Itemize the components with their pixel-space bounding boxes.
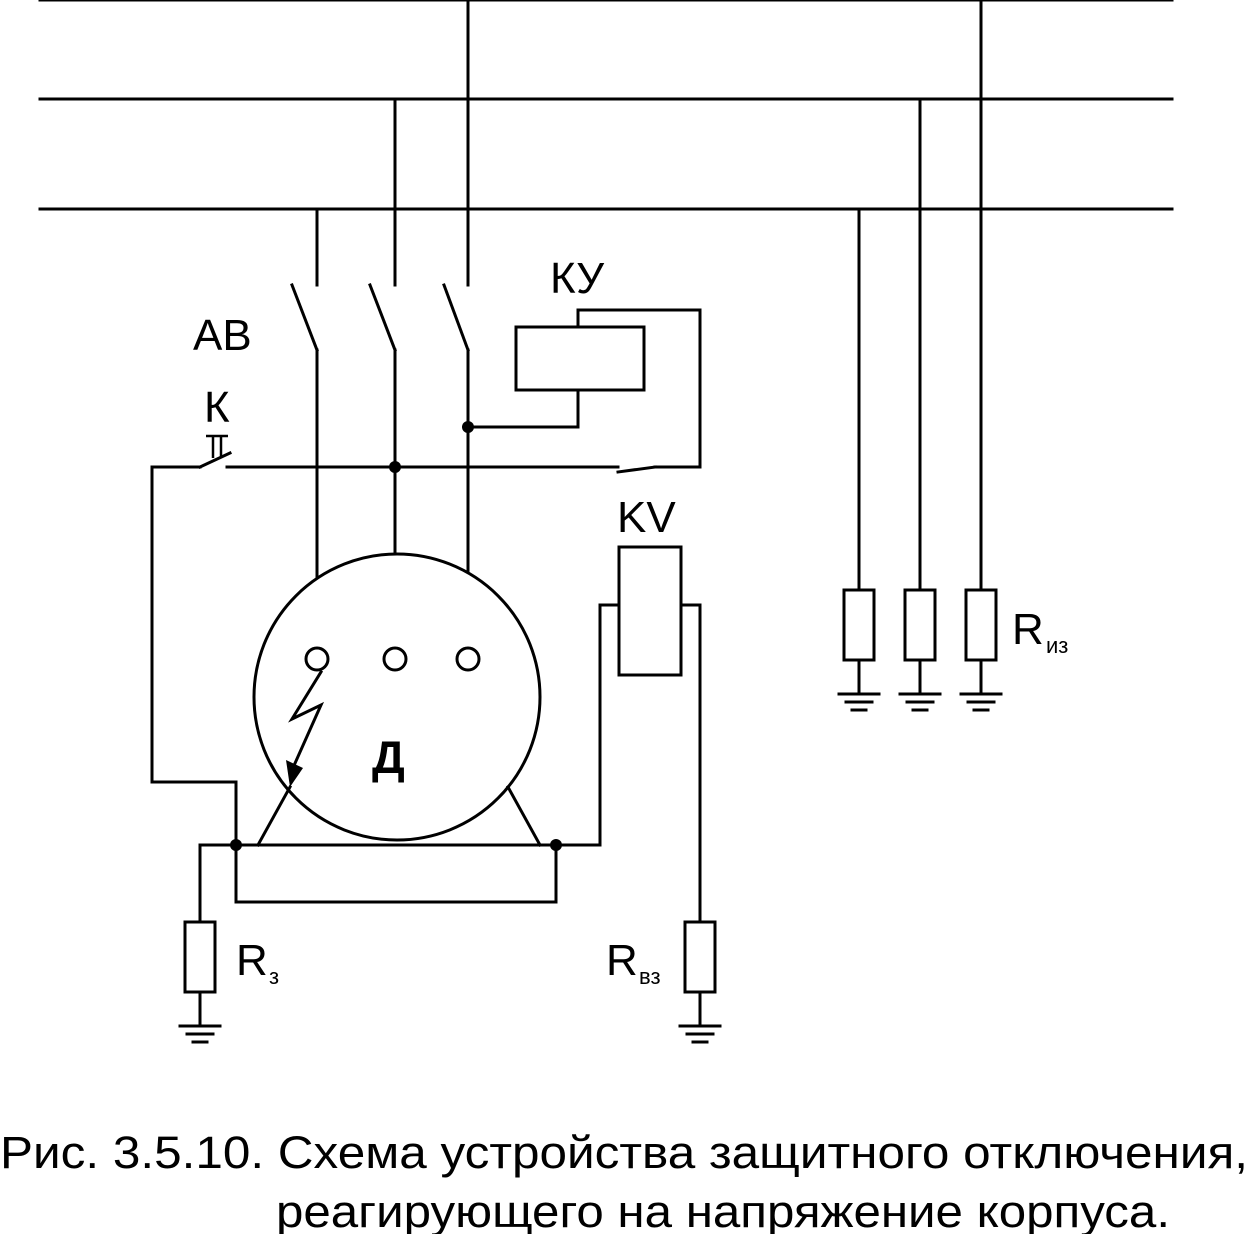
motor-terminal-1 [304,646,330,672]
fault-arrowhead [286,760,303,787]
motor-terminal-3 [455,646,481,672]
caption-line-2: реагирующего на напряжение корпуса. [276,1186,1170,1234]
label-button: К [204,383,230,432]
label-relay: KV [617,493,676,542]
relay-coil-kv [617,545,683,677]
label-r-iso-sub: из [1046,633,1068,658]
power-bus [38,0,1174,211]
insulation-resistances [837,0,1003,712]
ground-resistor [178,843,222,1044]
phase-drops [315,0,470,287]
voltage-relay-kv [617,545,702,924]
fault-bolt [288,669,325,772]
aux-ground-resistor [678,920,722,1044]
junctions [230,421,562,851]
label-motor: Д [372,731,405,783]
motor-terminal-2 [382,646,408,672]
label-r-iso: R [1012,605,1044,654]
label-r-ground-sub: з [269,964,279,989]
label-r-aux: R [606,936,638,985]
label-r-aux-sub: вз [639,964,661,989]
contactor-coil-ku [514,325,646,392]
label-breaker: АВ [193,311,252,360]
contactor-circuit [225,308,702,474]
caption-line-1: Рис. 3.5.10. Схема устройства защитного … [0,1127,1248,1178]
motor-circle [252,552,542,842]
push-button-k [150,434,238,847]
motor-frame [198,603,621,904]
label-r-ground: R [236,936,268,985]
circuit-breaker [290,283,470,352]
motor [252,552,543,848]
label-contactor: КУ [550,254,605,303]
